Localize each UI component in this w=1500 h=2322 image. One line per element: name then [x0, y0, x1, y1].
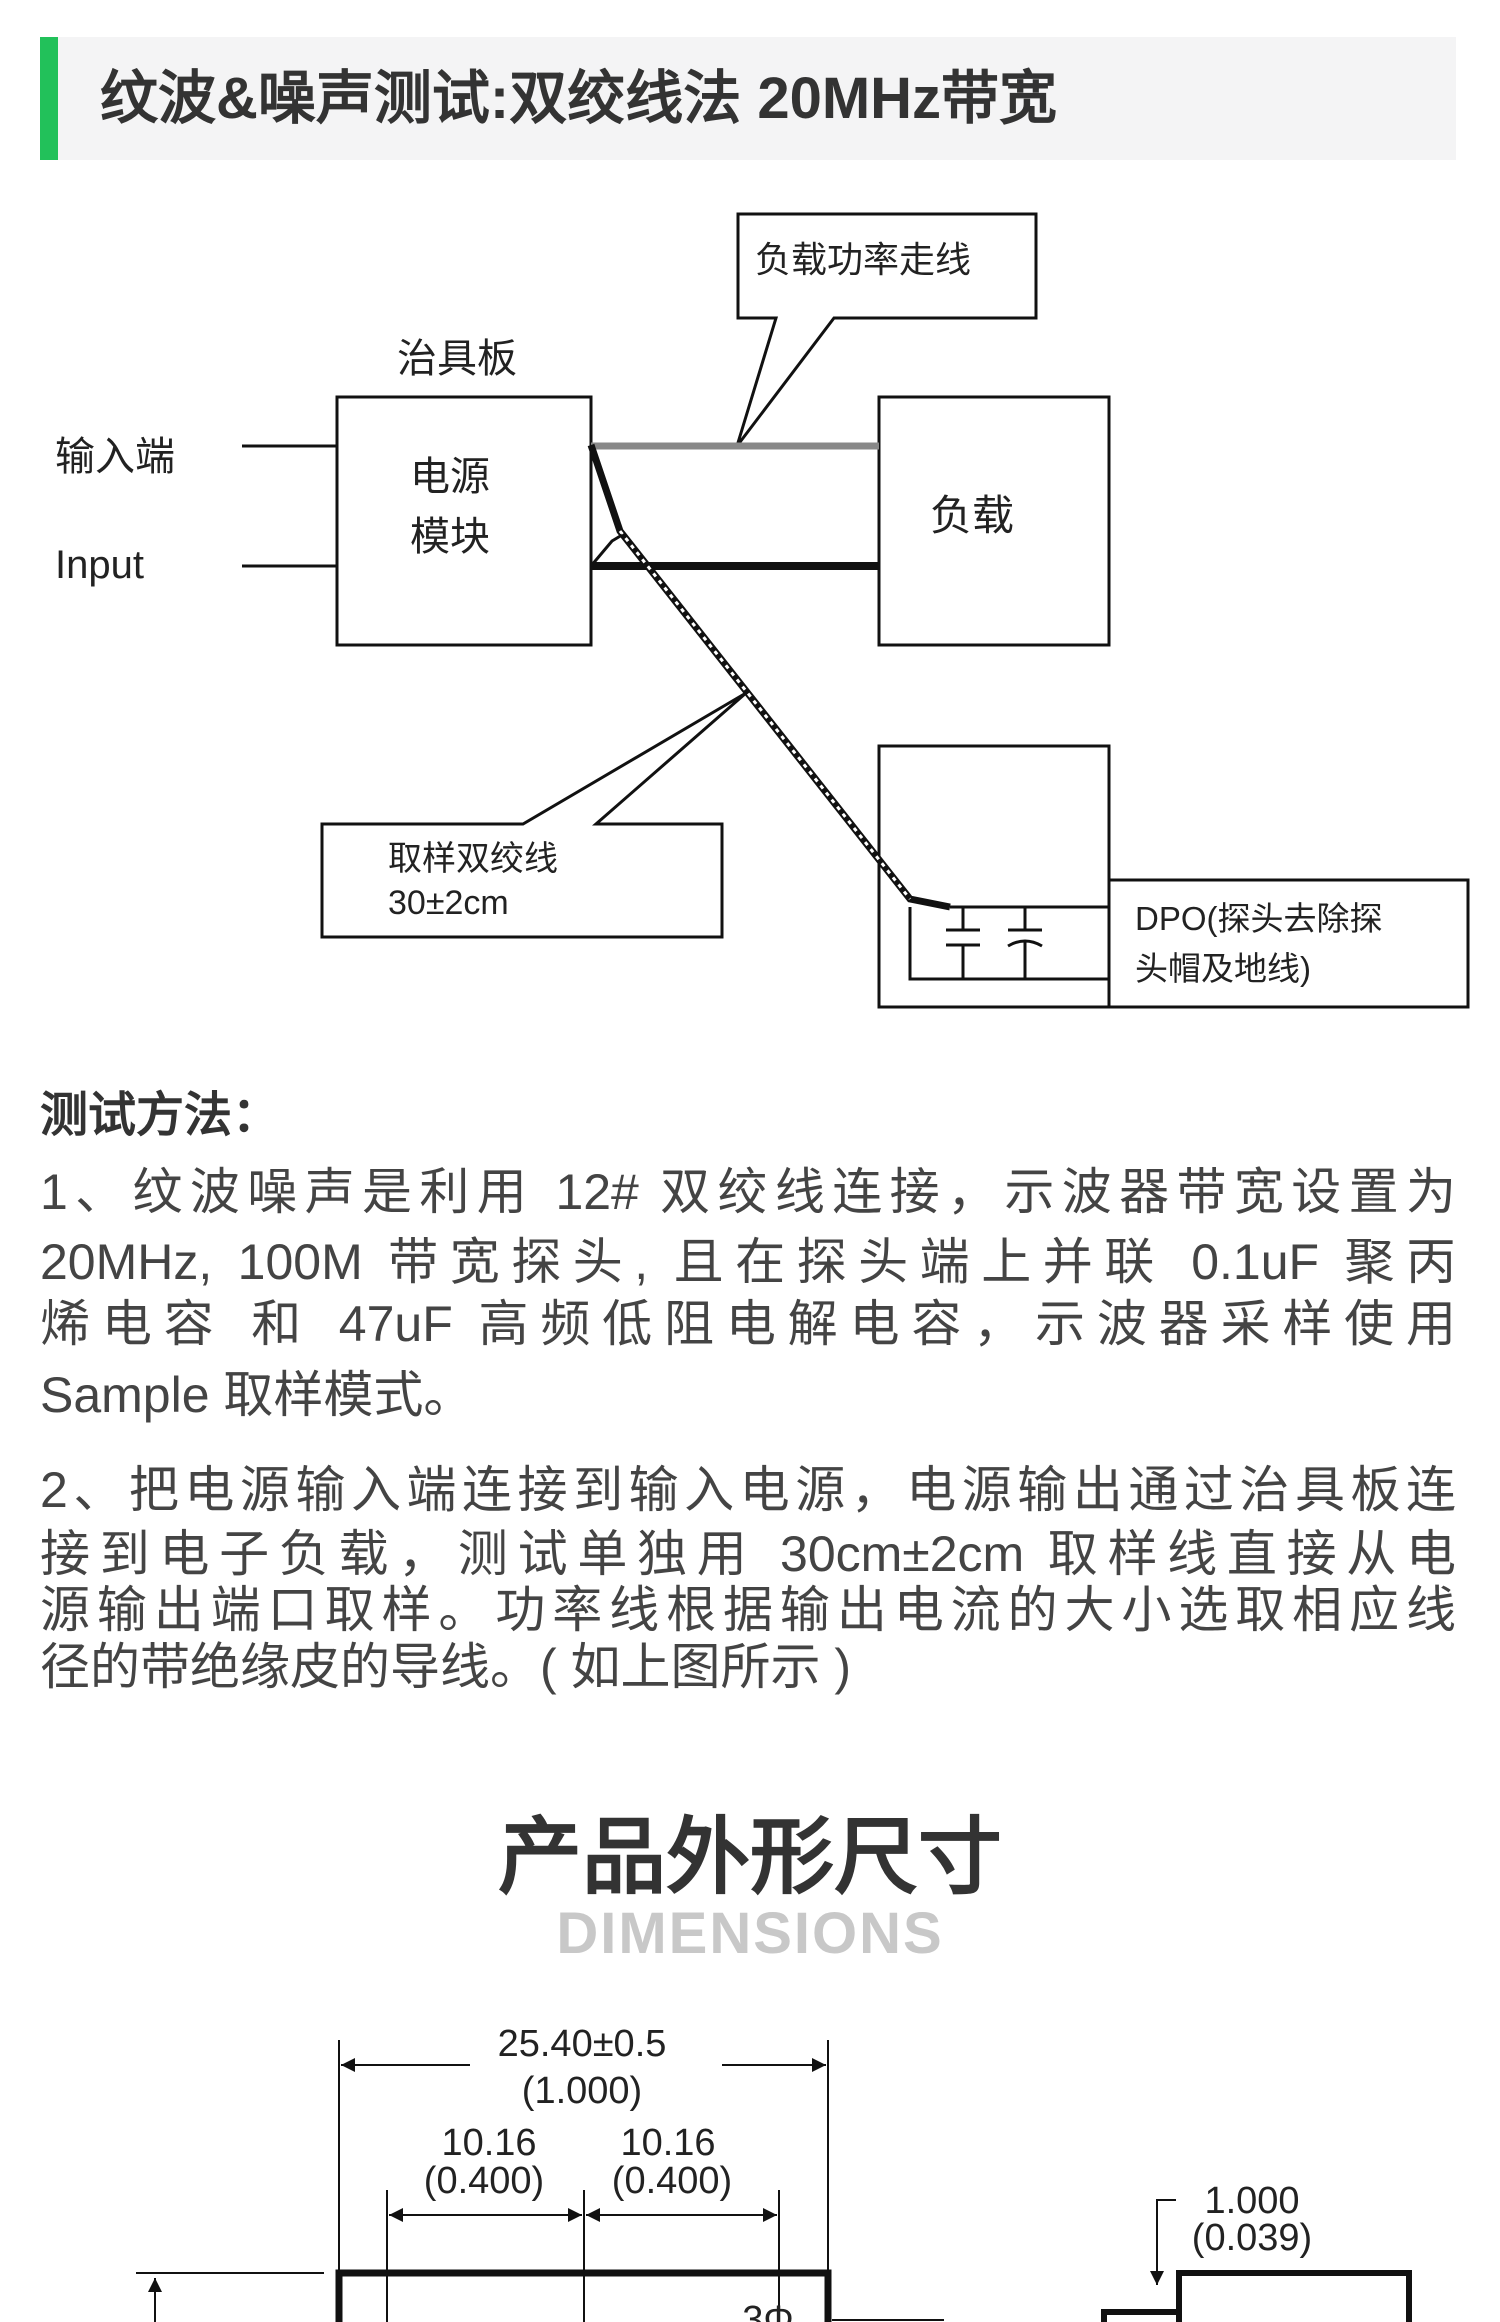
module-label-1: 电源: [410, 455, 490, 499]
pitch1-mm: 10.16: [441, 2122, 536, 2164]
test-diagram: 治具板 输入端 Input 电源 模块 负载 负载功率走线 取样双绞线 30±2…: [55, 212, 1470, 1009]
power-module-box: [335, 395, 593, 647]
fixture-label: 治具板: [397, 337, 517, 381]
sample-callout: [320, 691, 747, 939]
dpo-label-2: 头帽及地线): [1135, 950, 1311, 987]
method-para1-line: Sample 取样模式。: [40, 1367, 474, 1423]
dimensions-title: 产品外形尺寸: [497, 1810, 1002, 1904]
method-para2-line: 径的带绝缘皮的导线。( 如上图所示 ): [40, 1639, 852, 1695]
method-para2-line: 源输出端口取样。功率线根据输出电流的大小选取相应线: [40, 1582, 1456, 1638]
method-para1-line: 20MHz, 100M 带宽探头, 且在探头端上并联 0.1uF 聚丙: [40, 1234, 1456, 1290]
side-mm: 1.000: [1204, 2180, 1299, 2222]
method-para1-line: 烯电容 和 47uF 高频低阻电解电容，示波器采样使用: [40, 1296, 1456, 1352]
section-title: 纹波&噪声测试:双绞线法 20MHz带宽: [100, 66, 1058, 131]
capacitor-icon: [946, 907, 1043, 979]
sample-label-1: 取样双绞线: [388, 840, 558, 878]
dpo-label-1: DPO(探头去除探: [1135, 900, 1383, 937]
overall-width-mm: 25.40±0.5: [498, 2023, 667, 2065]
pitch2-mm: 10.16: [620, 2122, 715, 2164]
method-heading: 测试方法：: [40, 1089, 281, 1142]
method-para1-line: 1、纹波噪声是利用 12# 双绞线连接，示波器带宽设置为: [40, 1164, 1456, 1220]
input-label-cn: 输入端: [55, 435, 175, 479]
power-trace-callout: [735, 212, 1038, 447]
load-label: 负载: [930, 492, 1014, 539]
module-outline-front: [335, 2269, 832, 2322]
module-label-2: 模块: [410, 515, 490, 559]
dpo-label-box: [1107, 878, 1470, 1009]
oscilloscope-box: [877, 744, 1111, 1009]
dimension-drawing: 25.40±0.5 (1.000) 10.16 (0.400) 10.16 (0…: [136, 2023, 1412, 2322]
accent-bar: [40, 37, 58, 160]
probe-inner: [908, 905, 1109, 981]
dimensions-subtitle: DIMENSIONS: [556, 1901, 944, 1966]
power-trace-label: 负载功率走线: [755, 239, 971, 280]
pitch2-in: (0.400): [612, 2160, 732, 2202]
overall-width-in: (1.000): [522, 2070, 642, 2112]
section-header: 纹波&噪声测试:双绞线法 20MHz带宽: [40, 37, 1456, 160]
pin-label: 3Φ: [742, 2299, 793, 2322]
method-para2-line: 接到电子负载，测试单独用 30cm±2cm 取样线直接从电: [40, 1526, 1456, 1582]
method-para2-line: 2、把电源输入端连接到输入电源，电源输出通过治具板连: [40, 1462, 1456, 1518]
module-outline-side: [1101, 2270, 1412, 2322]
pitch1-in: (0.400): [424, 2160, 544, 2202]
input-label-en: Input: [55, 543, 144, 587]
side-in: (0.039): [1192, 2217, 1312, 2259]
load-box: [877, 395, 1111, 647]
sample-label-2: 30±2cm: [388, 884, 509, 922]
